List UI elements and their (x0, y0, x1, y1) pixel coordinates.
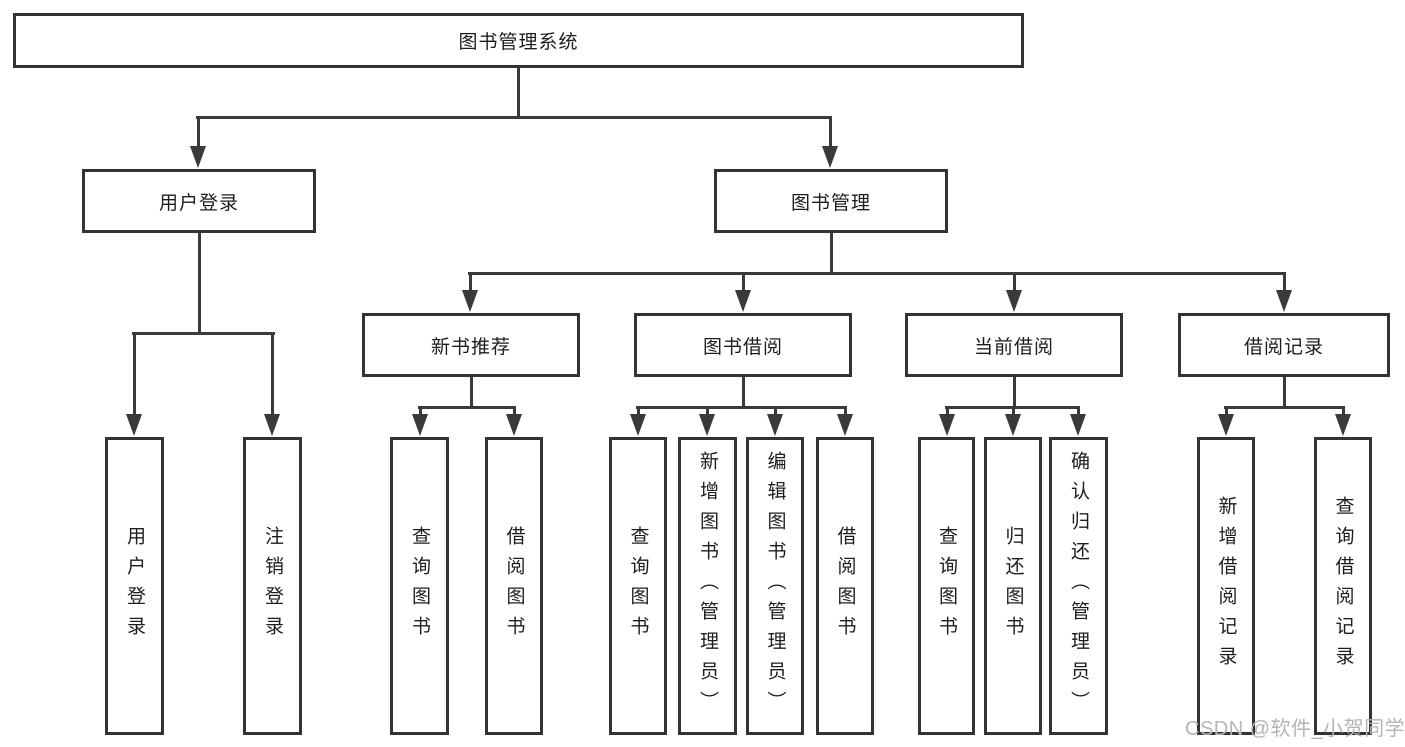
connector-line (133, 332, 136, 419)
leaf-user-login: 用户登录 (105, 437, 164, 735)
arrow-down-icon (699, 414, 715, 436)
leaf-add-book-admin: 新增图书（管理员） (678, 437, 737, 735)
connector-line (198, 233, 201, 335)
arrow-down-icon (837, 414, 853, 436)
node-label: 确认归还（管理员） (1068, 451, 1089, 721)
arrow-down-icon (264, 414, 280, 436)
node-label: 当前借阅 (973, 336, 1054, 358)
node-label: 查询图书 (627, 526, 649, 646)
arrow-down-icon (506, 414, 522, 436)
node-label: 图书管理系统 (458, 32, 579, 53)
connector-line (1013, 272, 1016, 295)
node-current-borrowing: 当前借阅 (905, 313, 1123, 377)
node-book-management: 图书管理 (714, 169, 948, 233)
connector-line (830, 233, 833, 275)
leaf-query-books-borrowing: 查询图书 (609, 437, 667, 735)
arrow-down-icon (412, 414, 428, 436)
leaf-logout-login: 注销登录 (243, 437, 302, 735)
node-label: 编辑图书（管理员） (764, 451, 786, 721)
arrow-down-icon (190, 146, 206, 168)
connector-line (419, 406, 422, 419)
connector-line (742, 272, 745, 295)
leaf-query-borrow-record: 查询借阅记录 (1314, 437, 1372, 735)
node-label: 查询借阅记录 (1332, 496, 1354, 676)
connector-line (706, 406, 709, 419)
arrow-down-icon (767, 414, 783, 436)
node-library-management-system: 图书管理系统 (13, 13, 1024, 68)
node-label: 图书管理 (790, 192, 871, 214)
node-new-book-recommend: 新书推荐 (362, 313, 580, 377)
arrow-down-icon (822, 146, 838, 168)
connector-line (1283, 377, 1286, 409)
node-label: 借阅记录 (1243, 336, 1324, 358)
connector-line (418, 406, 516, 409)
arrow-down-icon (1218, 414, 1234, 436)
node-label: 新增图书（管理员） (697, 451, 718, 721)
node-borrowing-records: 借阅记录 (1178, 313, 1390, 377)
arrow-down-icon (1276, 290, 1292, 312)
node-label: 借阅图书 (834, 526, 856, 646)
node-user-login: 用户登录 (82, 169, 316, 233)
arrow-down-icon (1335, 414, 1351, 436)
node-label: 归还图书 (1002, 526, 1024, 646)
leaf-query-books-recommend: 查询图书 (390, 437, 449, 735)
connector-line (829, 116, 832, 151)
connector-line (470, 377, 473, 409)
connector-line (946, 406, 949, 419)
connector-line (1283, 272, 1286, 295)
connector-line (742, 377, 745, 409)
leaf-borrow-books-recommend: 借阅图书 (485, 437, 543, 735)
connector-line (196, 116, 832, 119)
connector-line (513, 406, 516, 419)
arrow-down-icon (630, 414, 646, 436)
node-label: 新书推荐 (430, 336, 511, 358)
node-label: 用户登录 (158, 192, 239, 214)
arrow-down-icon (939, 414, 955, 436)
arrow-down-icon (1006, 290, 1022, 312)
connector-line (1012, 406, 1015, 419)
connector-line (197, 116, 200, 151)
leaf-confirm-return-admin: 确认归还（管理员） (1049, 437, 1108, 735)
connector-line (468, 272, 1286, 275)
leaf-add-borrow-record: 新增借阅记录 (1197, 437, 1255, 735)
node-book-borrowing: 图书借阅 (634, 313, 852, 377)
leaf-return-book: 归还图书 (984, 437, 1042, 735)
arrow-down-icon (1070, 414, 1086, 436)
node-label: 图书借阅 (702, 336, 783, 358)
connector-line (517, 66, 520, 119)
connector-line (1013, 377, 1016, 409)
leaf-edit-book-admin: 编辑图书（管理员） (746, 437, 804, 735)
arrow-down-icon (1005, 414, 1021, 436)
node-label: 查询图书 (936, 526, 957, 646)
connector-line (132, 332, 275, 335)
arrow-down-icon (126, 414, 142, 436)
arrow-down-icon (462, 290, 478, 312)
connector-line (774, 406, 777, 419)
node-label: 借阅图书 (503, 526, 525, 646)
connector-line (636, 406, 847, 409)
connector-line (1077, 406, 1080, 419)
connector-line (1225, 406, 1228, 419)
leaf-query-books-current: 查询图书 (918, 437, 975, 735)
connector-line (637, 406, 640, 419)
connector-line (271, 332, 274, 419)
connector-line (1224, 406, 1345, 409)
node-label: 新增借阅记录 (1215, 496, 1237, 676)
node-label: 注销登录 (262, 526, 283, 646)
connector-line (844, 406, 847, 419)
node-label: 查询图书 (409, 526, 430, 646)
leaf-borrow-books-borrowing: 借阅图书 (816, 437, 874, 735)
connector-line (1342, 406, 1345, 419)
csdn-watermark: CSDN @软件_小贺同学 (1185, 718, 1405, 740)
arrow-down-icon (735, 290, 751, 312)
connector-line (469, 272, 472, 295)
node-label: 用户登录 (124, 526, 145, 646)
